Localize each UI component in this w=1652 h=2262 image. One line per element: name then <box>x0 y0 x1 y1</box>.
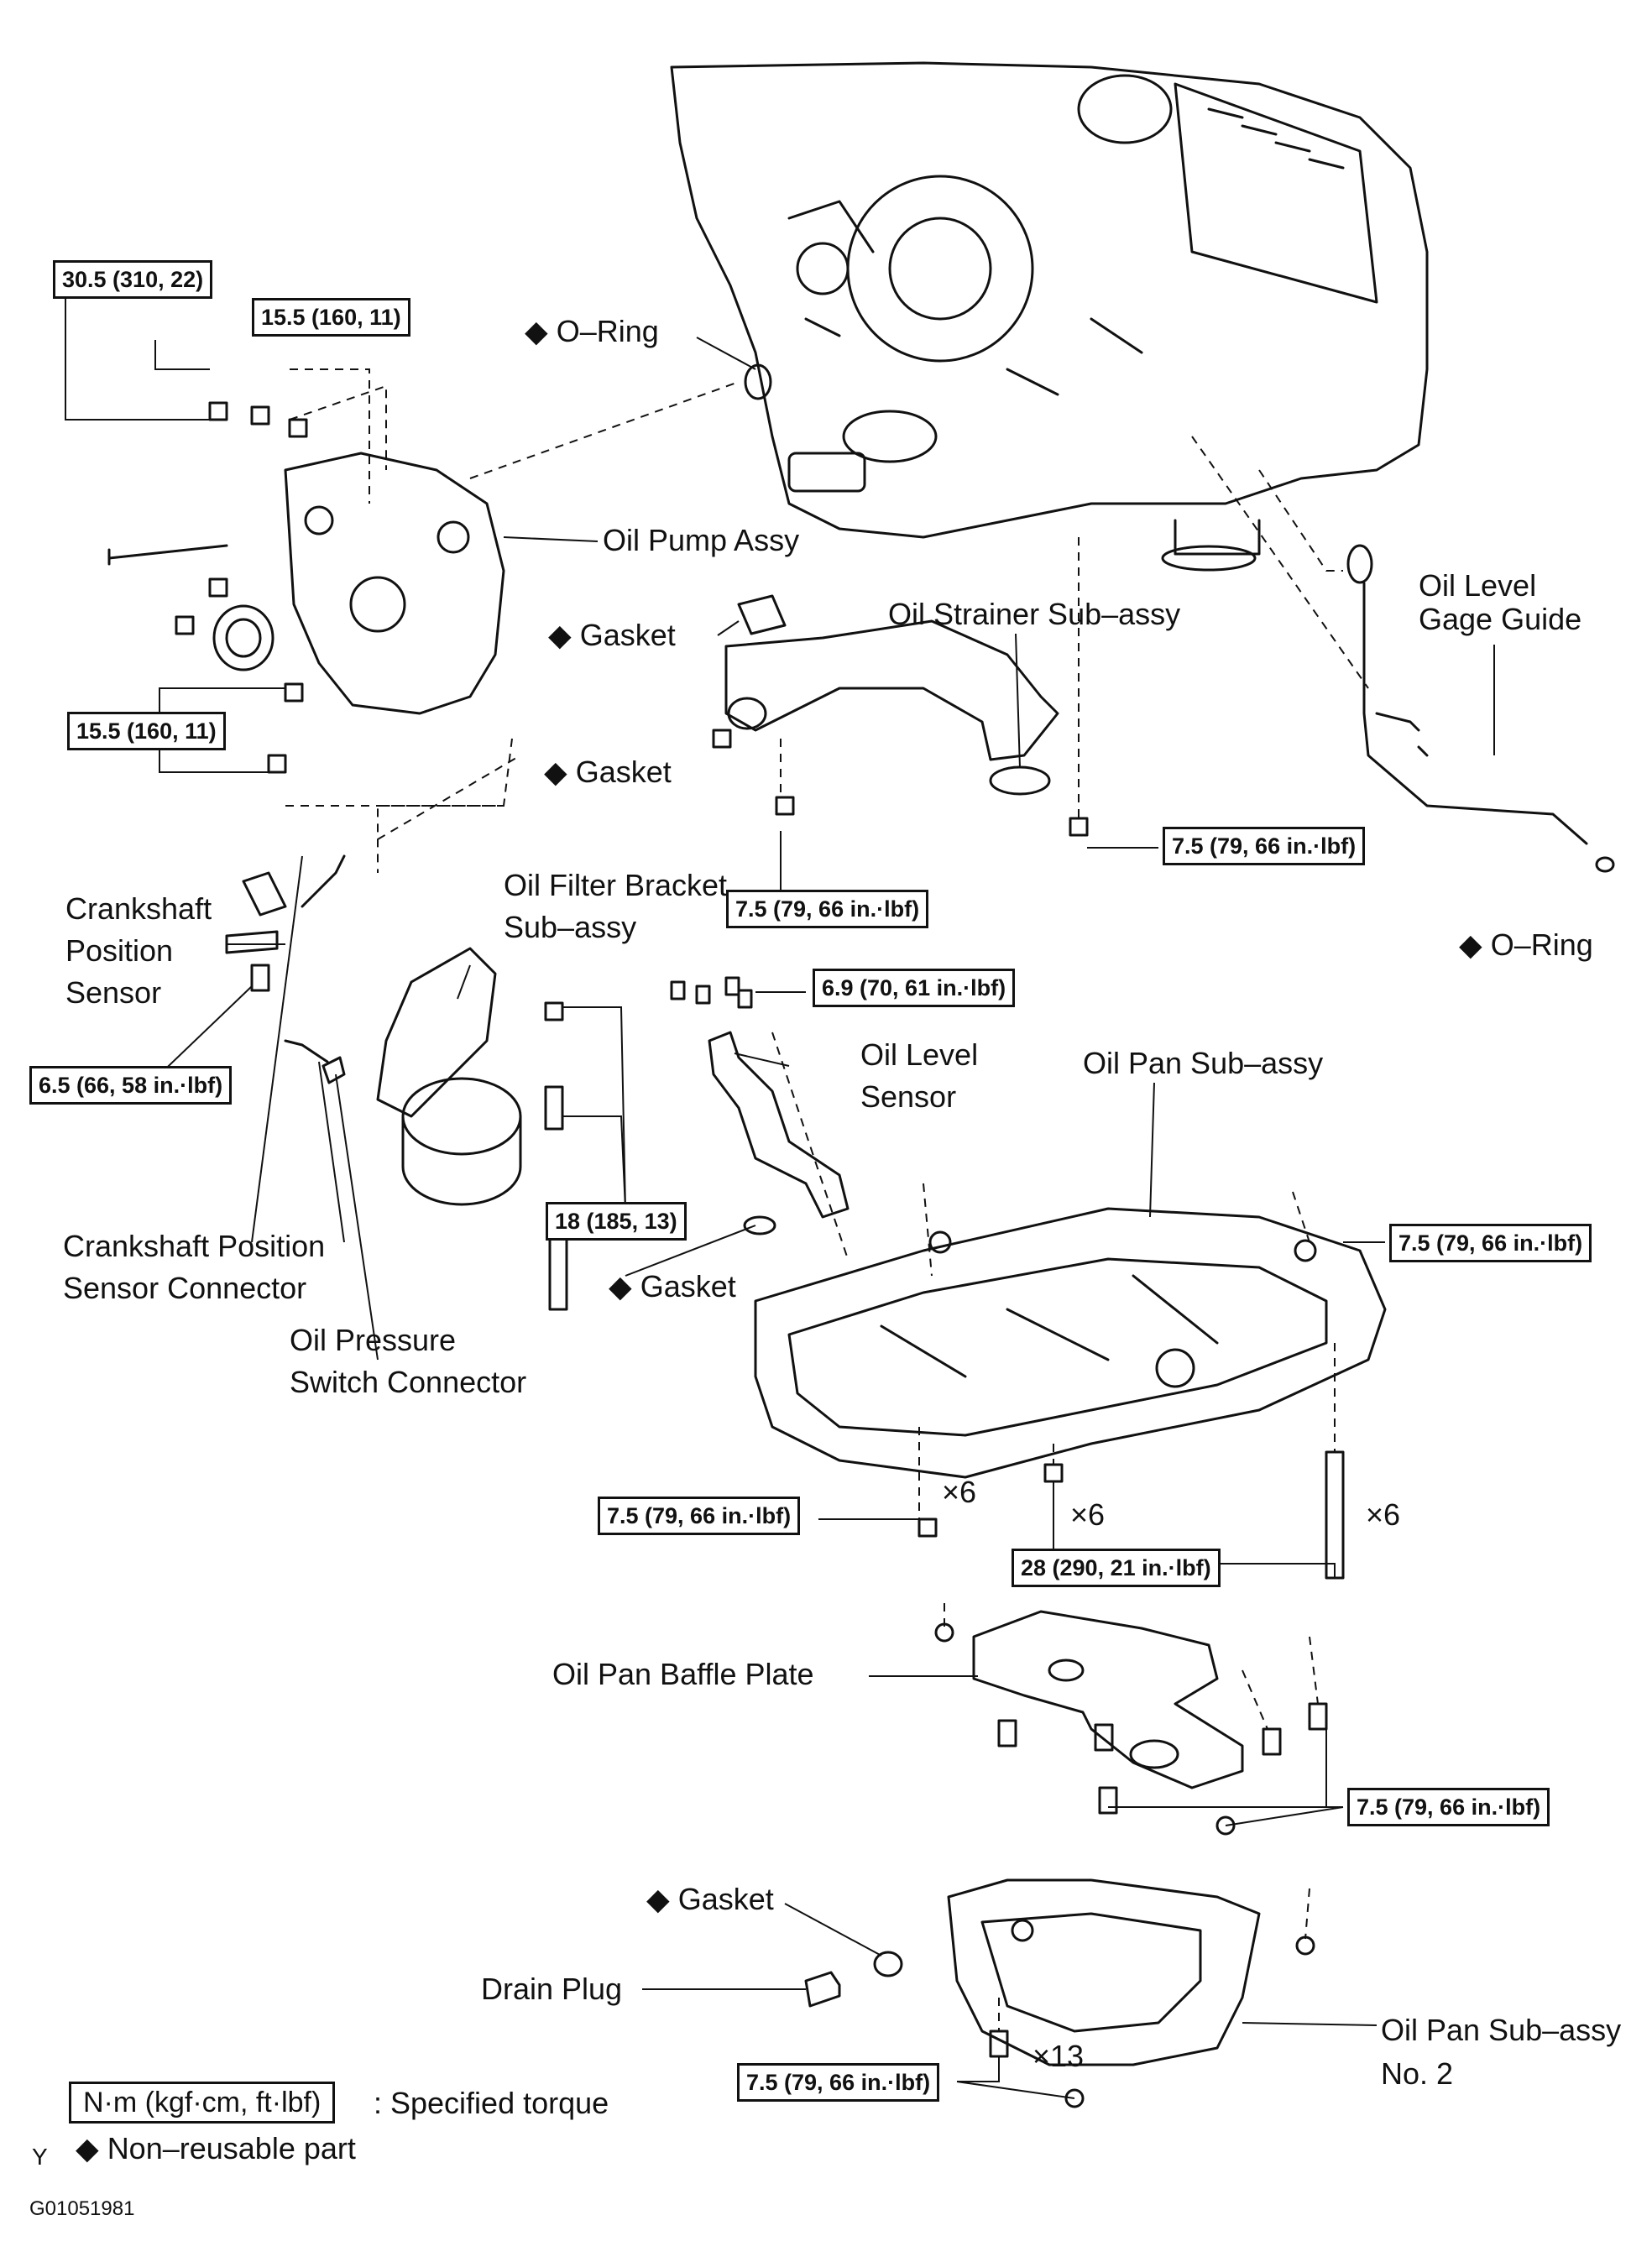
multiplier-x6-b: ×6 <box>1070 1497 1106 1532</box>
torque-box-15-5-bottom: 15.5 (160, 11) <box>67 712 226 750</box>
torque-box-28: 28 (290, 21 in.·lbf) <box>1012 1549 1221 1587</box>
oil-strainer-drawing <box>712 594 1089 837</box>
oil-filter-bracket-drawing <box>376 947 568 1311</box>
multiplier-x6-c: ×6 <box>1366 1497 1401 1532</box>
figure-code: G01051981 <box>29 2197 135 2220</box>
oil-filter-bracket-text: Oil Filter Bracket Sub–assy <box>504 868 728 944</box>
o-ring-top-drawing <box>744 363 772 400</box>
o-ring-top-label: ◆ O–Ring <box>525 314 659 348</box>
oil-level-gage-guide-text: Oil Level Gage Guide <box>1419 568 1582 636</box>
crankshaft-position-sensor-connector-text: Crankshaft Position Sensor Connector <box>63 1229 326 1305</box>
legend-nonreusable: ◆ Non–reusable part <box>76 2131 356 2165</box>
oil-pump-drawing <box>107 401 505 774</box>
oil-pan-sub-assy-no2-text: Oil Pan Sub–assy No. 2 <box>1381 2013 1622 2091</box>
crankshaft-position-sensor-label: Crankshaft Position Sensor <box>65 888 267 1014</box>
torque-box-pan-no2: 7.5 (79, 66 in.·lbf) <box>737 2063 940 2102</box>
torque-box-strainer: 7.5 (79, 66 in.·lbf) <box>726 890 929 928</box>
oil-pan-baffle-plate-drawing <box>934 1610 1328 1836</box>
crankshaft-position-sensor-text: Crankshaft Position Sensor <box>65 891 212 1010</box>
torque-box-filter-bracket: 18 (185, 13) <box>546 1202 687 1241</box>
crankshaft-sensor-drawing <box>225 854 346 1084</box>
oil-pan-drawing <box>754 1207 1387 1580</box>
torque-box-crank-sensor: 6.5 (66, 58 in.·lbf) <box>29 1066 233 1105</box>
oil-level-sensor-drawing <box>670 976 850 1235</box>
torque-box-pan-right: 7.5 (79, 66 in.·lbf) <box>1389 1224 1592 1262</box>
torque-box-30-5: 30.5 (310, 22) <box>53 260 213 299</box>
torque-box-gage-guide: 7.5 (79, 66 in.·lbf) <box>1163 827 1366 865</box>
leader-lines <box>65 294 1495 2099</box>
alignment-lines <box>285 368 1369 2031</box>
oil-pan-sub-assy-label: Oil Pan Sub–assy <box>1083 1046 1324 1080</box>
oil-pump-assy-label: Oil Pump Assy <box>603 523 800 557</box>
torque-box-15-5-top: 15.5 (160, 11) <box>252 298 410 337</box>
drain-plug-label: Drain Plug <box>481 1972 623 2006</box>
gasket-label-3: ◆ Gasket <box>609 1269 736 1303</box>
engine-block-drawing <box>670 61 1429 572</box>
gasket-label-4: ◆ Gasket <box>646 1882 774 1916</box>
oil-pan-no2-drawing <box>804 1878 1315 2108</box>
oil-level-gage-guide-label: Oil Level Gage Guide <box>1419 569 1620 636</box>
multiplier-x6-a: ×6 <box>942 1475 977 1509</box>
oil-level-sensor-label: Oil Level Sensor <box>860 1034 1045 1118</box>
oil-pan-sub-assy-no2-label: Oil Pan Sub–assy No. 2 <box>1381 2009 1649 2096</box>
torque-box-baffle: 7.5 (79, 66 in.·lbf) <box>1347 1788 1550 1826</box>
legend-y-mark: Y <box>32 2144 48 2170</box>
oil-pressure-switch-connector-text: Oil Pressure Switch Connector <box>290 1323 527 1399</box>
crankshaft-position-sensor-connector-label: Crankshaft Position Sensor Connector <box>63 1225 365 1309</box>
o-ring-right-label: ◆ O–Ring <box>1459 927 1593 962</box>
oil-pressure-switch-connector-label: Oil Pressure Switch Connector <box>290 1319 575 1403</box>
gasket-label-1: ◆ Gasket <box>548 618 676 652</box>
multiplier-x13: ×13 <box>1032 2039 1085 2073</box>
legend-torque-box: N·m (kgf·cm, ft·lbf) <box>69 2082 336 2124</box>
oil-filter-bracket-label: Oil Filter Bracket Sub–assy <box>504 865 772 948</box>
oil-level-sensor-text: Oil Level Sensor <box>860 1037 979 1114</box>
oil-strainer-label: Oil Strainer Sub–assy <box>888 597 1181 631</box>
gasket-label-2: ◆ Gasket <box>544 755 672 789</box>
oil-level-gage-guide-drawing <box>1346 544 1615 873</box>
oil-pan-baffle-plate-label: Oil Pan Baffle Plate <box>552 1657 814 1691</box>
torque-box-oil-level-sensor: 6.9 (70, 61 in.·lbf) <box>813 969 1016 1007</box>
legend-torque-desc: : Specified torque <box>374 2086 609 2120</box>
torque-box-pan-bottom: 7.5 (79, 66 in.·lbf) <box>598 1497 801 1535</box>
